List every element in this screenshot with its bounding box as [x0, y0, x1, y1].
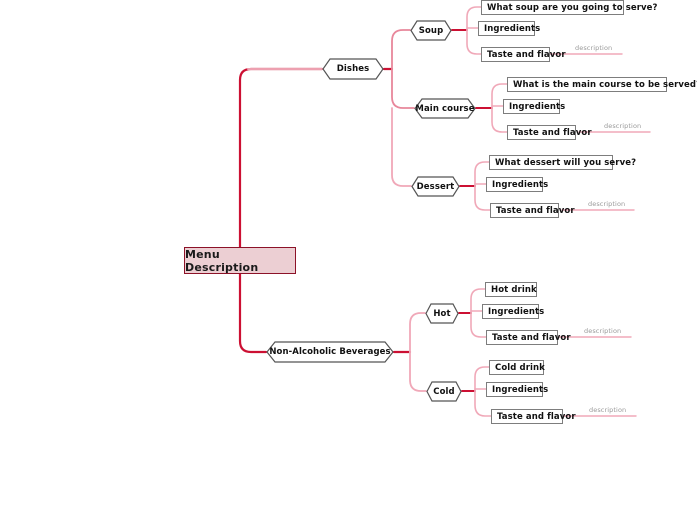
leaf-label: What dessert will you serve? [495, 157, 637, 168]
leaf-label: What soup are you going to serve? [487, 2, 658, 13]
leaf-node-hot-taste-and-flavor[interactable]: Taste and flavor [486, 330, 571, 345]
branch-node-soup-label: Soup [418, 25, 444, 36]
leaf-label: Hot drink [491, 284, 537, 295]
leaf-label: Taste and flavor [492, 332, 571, 343]
branch-node-main-course-label: Main course [415, 103, 475, 114]
branch-node-non-alcoholic-beverages-label: Non-Alcoholic Beverages [269, 347, 391, 357]
leaf-label: Ingredients [488, 306, 545, 317]
leaf-label: Taste and flavor [487, 49, 566, 60]
hexagon-shape [425, 303, 459, 324]
branch-node-hot[interactable]: Hot [425, 303, 459, 324]
beverages-spine-to-cold [409, 351, 427, 392]
leaf-label: Ingredients [484, 23, 541, 34]
leaf-node-soup-ingredients[interactable]: Ingredients [478, 21, 540, 36]
leaf-label: Taste and flavor [513, 127, 592, 138]
leaf-node-main-course-taste-and-flavor[interactable]: Taste and flavor [507, 125, 592, 140]
leaf-node-dessert-ingredients[interactable]: Ingredients [486, 177, 548, 192]
branch-node-cold-label: Cold [433, 386, 455, 397]
leaf-node-main-course-ingredients[interactable]: Ingredients [503, 99, 565, 114]
leaf-label: Cold drink [495, 362, 545, 373]
branch-node-soup[interactable]: Soup [410, 20, 452, 41]
hexagon-shape [410, 20, 452, 41]
leaf-node-hot-drink[interactable]: Hot drink [485, 282, 537, 297]
leaf-node-cold-ingredients[interactable]: Ingredients [486, 382, 548, 397]
branch-node-dishes[interactable]: Dishes [322, 58, 384, 80]
edge-caption-cold-description: description [589, 406, 627, 414]
hexagon-shape [426, 381, 462, 402]
leaf-node-cold-drink[interactable]: Cold drink [489, 360, 545, 375]
trunk-lower [238, 259, 268, 354]
root-node-menu-description[interactable]: Menu Description [184, 247, 296, 274]
leaf-node-soup-question[interactable]: What soup are you going to serve? [481, 0, 657, 15]
leaf-node-hot-ingredients[interactable]: Ingredients [482, 304, 544, 319]
leaf-label: Taste and flavor [496, 205, 575, 216]
branch-node-dessert[interactable]: Dessert [411, 176, 460, 197]
trunk-upper [238, 67, 324, 263]
leaf-label: Ingredients [492, 179, 549, 190]
dishes-spine-to-main [391, 68, 415, 109]
edge-caption-main-course-description: description [604, 122, 642, 130]
leaf-label: What is the main course to be served? [513, 79, 697, 90]
edge-caption-dessert-description: description [588, 200, 626, 208]
branch-node-main-course[interactable]: Main course [414, 98, 476, 119]
leaf-node-cold-taste-and-flavor[interactable]: Taste and flavor [491, 409, 576, 424]
branch-node-non-alcoholic-beverages[interactable]: Non-Alcoholic Beverages [266, 341, 394, 363]
branch-node-cold[interactable]: Cold [426, 381, 462, 402]
leaf-node-main-course-question[interactable]: What is the main course to be served? [507, 77, 697, 92]
dishes-spine-to-dessert [391, 107, 412, 187]
leaf-label: Ingredients [492, 384, 549, 395]
beverages-spine-to-hot [409, 312, 426, 353]
edge-caption-soup-description: description [575, 44, 613, 52]
branch-node-hot-label: Hot [433, 308, 451, 319]
branch-node-dessert-label: Dessert [416, 181, 455, 192]
edge-caption-hot-description: description [584, 327, 622, 335]
hexagon-shape [414, 98, 476, 119]
leaf-label: Taste and flavor [497, 411, 576, 422]
leaf-node-dessert-taste-and-flavor[interactable]: Taste and flavor [490, 203, 575, 218]
branch-node-dishes-label: Dishes [336, 64, 370, 74]
leaf-label: Ingredients [509, 101, 566, 112]
hexagon-shape [411, 176, 460, 197]
leaf-node-soup-taste-and-flavor[interactable]: Taste and flavor [481, 47, 566, 62]
leaf-node-dessert-question[interactable]: What dessert will you serve? [489, 155, 636, 170]
root-node-label: Menu Description [185, 247, 259, 274]
dishes-spine-to-soup [391, 29, 411, 70]
